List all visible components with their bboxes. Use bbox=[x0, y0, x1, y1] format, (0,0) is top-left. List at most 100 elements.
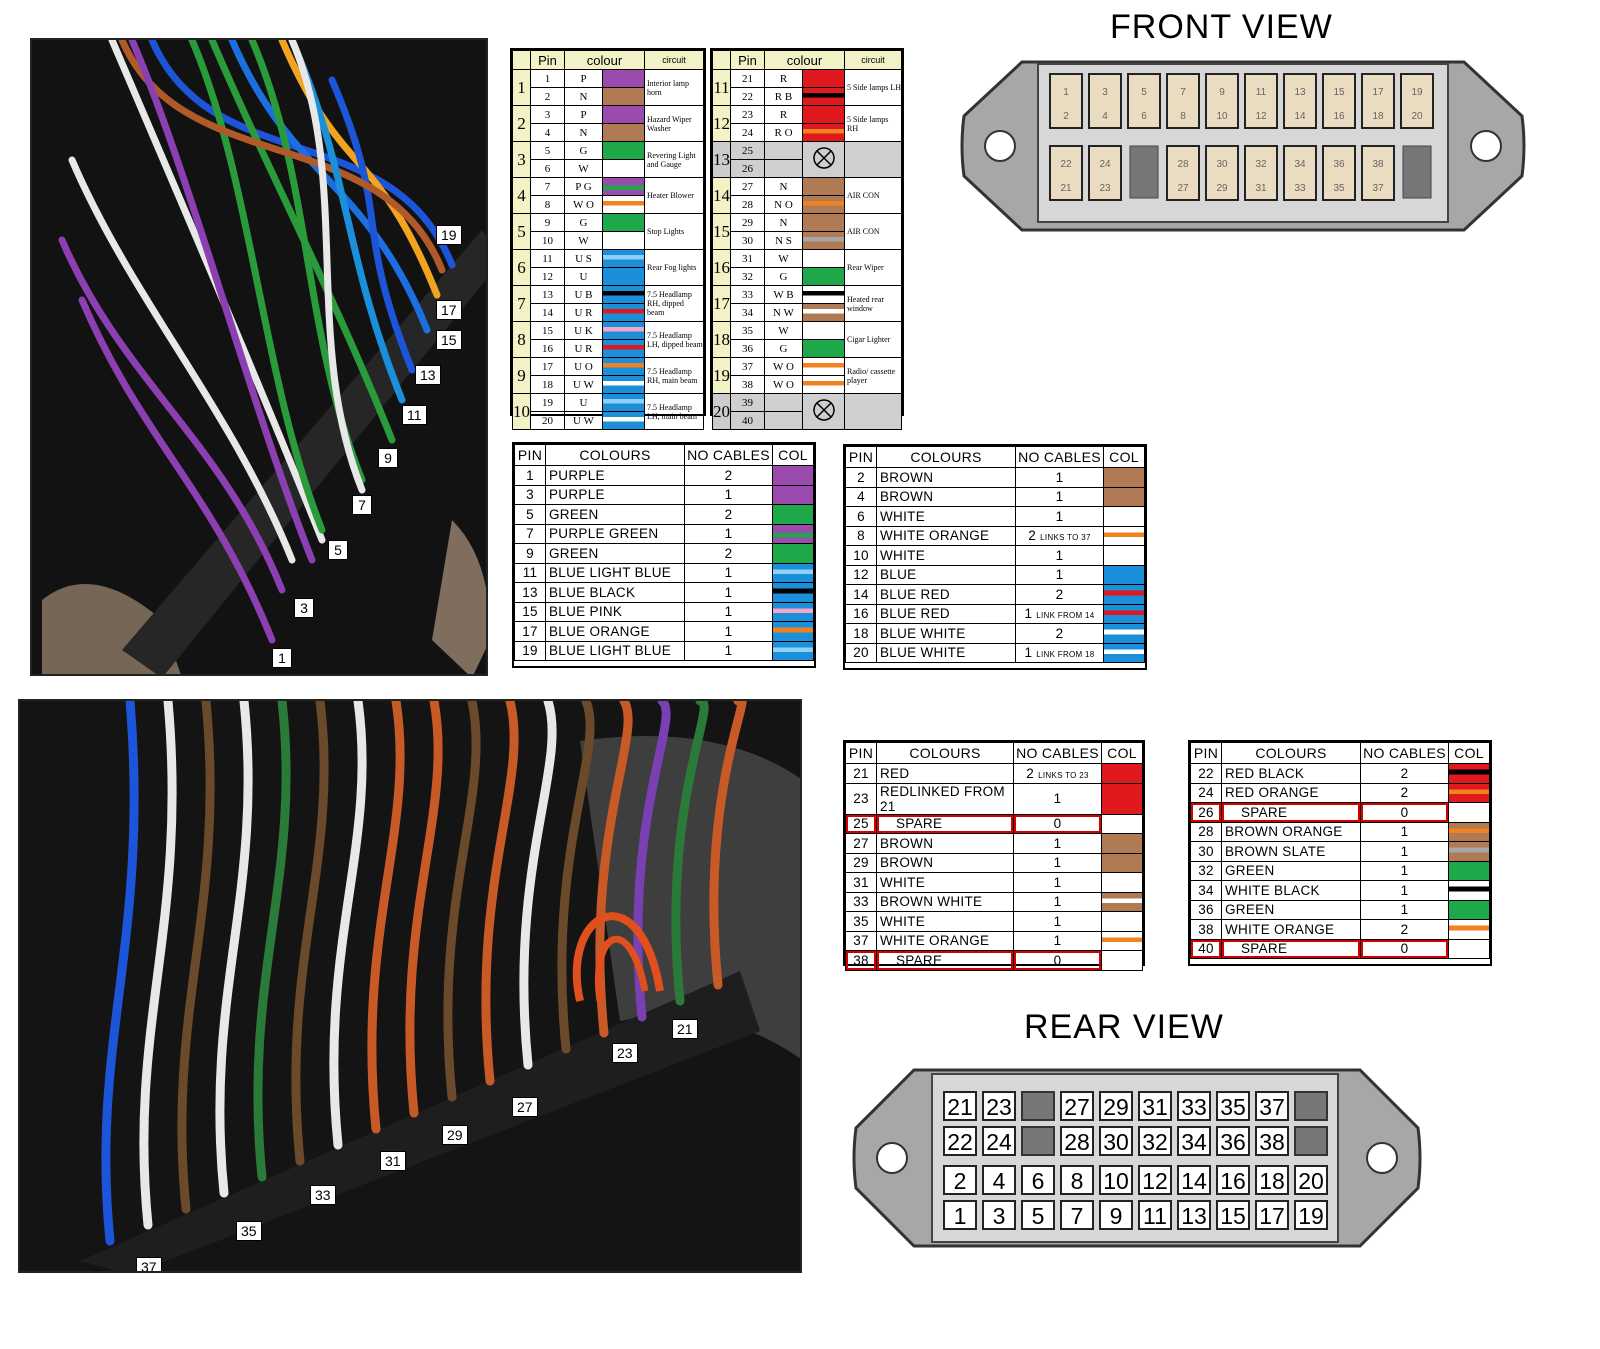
ct-row: 1 PURPLE 2 bbox=[514, 465, 814, 486]
ct-colour-swatch bbox=[772, 543, 814, 564]
ref-pin: 27 bbox=[730, 177, 765, 196]
ref-code: W O bbox=[564, 195, 603, 214]
cavity-label: 32 bbox=[1142, 1129, 1168, 1155]
terminal-cavity bbox=[982, 1126, 1016, 1156]
ct-pin: 11 bbox=[514, 562, 546, 583]
ct-colour-name: BLUE WHITE bbox=[876, 642, 1016, 663]
terminal-cavity bbox=[1216, 1126, 1250, 1156]
ref-group-number: 13 bbox=[712, 141, 731, 178]
ct-row: 7 PURPLE GREEN 1 bbox=[514, 523, 814, 544]
ct-pin: 9 bbox=[514, 543, 546, 564]
ct-colour-name: BROWN bbox=[876, 833, 1014, 854]
ct-pin: 15 bbox=[514, 601, 546, 622]
ref-code: N bbox=[564, 123, 603, 142]
cavity-label: 12 bbox=[1142, 1168, 1168, 1194]
ct-colour-name: BROWN SLATE bbox=[1221, 841, 1361, 862]
ct-colour-swatch bbox=[1103, 525, 1145, 546]
ct-pin: 23 bbox=[845, 782, 877, 815]
ct-header-pin: PIN bbox=[845, 742, 877, 764]
terminal-cavity bbox=[1255, 1200, 1289, 1230]
ct-pin: 21 bbox=[845, 763, 877, 784]
ct-colour-swatch bbox=[1448, 841, 1490, 862]
ref-colour-swatch bbox=[802, 213, 845, 232]
ct-row: 30 BROWN SLATE 1 bbox=[1190, 841, 1490, 862]
cavity-label: 27 bbox=[1064, 1094, 1090, 1120]
cavity-label: 33 bbox=[1181, 1094, 1207, 1120]
cavity-label: 21 bbox=[1060, 183, 1072, 194]
pin-callout-label: 33 bbox=[310, 1185, 336, 1205]
ref-colour-swatch bbox=[602, 303, 645, 322]
ref-pin: 19 bbox=[530, 393, 565, 412]
terminal-cavity bbox=[982, 1165, 1016, 1195]
ct-colour-swatch bbox=[1103, 506, 1145, 527]
ref-pin: 34 bbox=[730, 303, 765, 322]
ct-header-col: COL bbox=[1103, 446, 1145, 468]
ct-colour-swatch bbox=[1448, 880, 1490, 901]
pin-callout-label: 37 bbox=[136, 1257, 162, 1271]
ref-code: U W bbox=[564, 411, 603, 430]
ref-code: N W bbox=[764, 303, 803, 322]
ref-circuit: Revering Light and Gauge bbox=[644, 141, 704, 178]
ref-colour-swatch bbox=[602, 141, 645, 160]
ref-pin: 7 bbox=[530, 177, 565, 196]
ref-circuit: Stop Lights bbox=[644, 213, 704, 250]
front-view-connector: 1222213424235678282791030291112323113143… bbox=[960, 60, 1526, 232]
ct-colour-swatch bbox=[1448, 919, 1490, 940]
ct-pin: 14 bbox=[845, 584, 877, 605]
ct-pin: 10 bbox=[845, 545, 877, 566]
ct-colour-name: BLUE RED bbox=[876, 584, 1016, 605]
ct-pin: 38 bbox=[845, 950, 877, 971]
cavity-label: 20 bbox=[1298, 1168, 1324, 1194]
ct-cable-count: 1 bbox=[1360, 899, 1449, 920]
pin-callout-label: 15 bbox=[436, 330, 462, 350]
ref-group-number: 15 bbox=[712, 213, 731, 250]
blanked-cavity bbox=[1129, 145, 1159, 199]
ct-row: 18 BLUE WHITE 2 bbox=[845, 623, 1145, 644]
ref-circuit: 7.5 Headlamp RH, dipped beam bbox=[644, 285, 704, 322]
ct-cable-count: 1 bbox=[1013, 852, 1102, 873]
ref-colour-swatch bbox=[602, 321, 645, 340]
cavity-label: 14 bbox=[1181, 1168, 1207, 1194]
cavity-label: 19 bbox=[1411, 87, 1423, 98]
ref-code: U R bbox=[564, 303, 603, 322]
pin-callout-label: 21 bbox=[672, 1019, 698, 1039]
cavity-label: 38 bbox=[1372, 159, 1384, 170]
ct-row: 33 BROWN WHITE 1 bbox=[845, 891, 1143, 912]
cavity-label: 34 bbox=[1181, 1129, 1207, 1155]
ct-cable-count: 1 bbox=[1360, 860, 1449, 881]
ref-header-colour: colour bbox=[564, 50, 645, 70]
pin-callout-label: 11 bbox=[402, 405, 427, 425]
cavity-label: 33 bbox=[1294, 183, 1306, 194]
ct-colour-name: PURPLE bbox=[545, 484, 685, 505]
ref-code: G bbox=[564, 141, 603, 160]
ref-colour-swatch bbox=[602, 285, 645, 304]
terminal-cavity bbox=[1244, 73, 1278, 129]
ct-colour-swatch bbox=[1101, 950, 1143, 971]
terminal-cavity bbox=[1283, 73, 1317, 129]
ct-row: 40 SPARE 0 bbox=[1190, 938, 1490, 959]
ref-circuit: Heated rear window bbox=[844, 285, 902, 322]
ct-colour-name: SPARE bbox=[876, 813, 1014, 834]
ref-colour-swatch bbox=[602, 177, 645, 196]
ct-colour-swatch bbox=[1103, 584, 1145, 605]
ct-cable-count: 0 bbox=[1013, 813, 1102, 834]
cavity-label: 28 bbox=[1177, 159, 1189, 170]
ref-code: P G bbox=[564, 177, 603, 196]
cavity-label: 17 bbox=[1259, 1203, 1285, 1229]
ct-colour-swatch bbox=[772, 484, 814, 505]
ref-circuit: 5 Side lamps LH bbox=[844, 69, 902, 106]
ct-colour-swatch bbox=[1101, 833, 1143, 854]
ct-header-no-cables: NO CABLES bbox=[1013, 742, 1102, 764]
ref-code: G bbox=[564, 213, 603, 232]
ref-pin: 11 bbox=[530, 249, 565, 268]
ref-group-number: 6 bbox=[512, 249, 531, 286]
ct-colour-name: SPARE bbox=[1221, 802, 1361, 823]
ct-cable-count: 1 bbox=[1015, 564, 1104, 585]
ct-cable-count: 2 bbox=[684, 465, 773, 486]
